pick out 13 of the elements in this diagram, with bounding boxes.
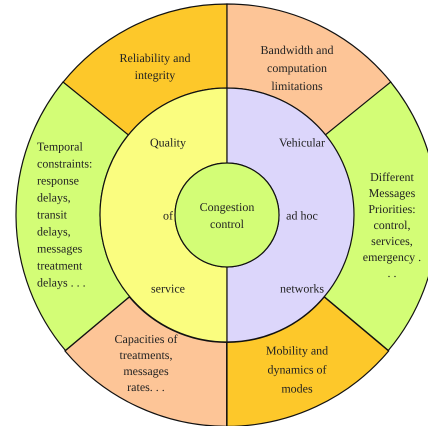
segment-label: Bandwidth and computation limitations [260,42,334,95]
segment-label: Congestion control [198,199,256,233]
segment-label: Capacities of treatments, messages rates. . . [113,330,178,395]
segment-label: Different Messages Priorities: control, services, emergency . . . [362,168,422,281]
center-circle [175,163,279,267]
ring-segment [227,296,389,426]
segment-label: Quality of service [149,134,187,298]
ring-segment [63,4,227,136]
segment-label: Temporal constraints: response delays, transit delays, messages treatment delays . . . [37,138,94,292]
segment-label: Reliability and integrity [118,50,192,84]
ring-segment [65,296,227,426]
ring-segment [227,4,391,136]
segment-label: Mobility and dynamics of modes [264,342,330,398]
